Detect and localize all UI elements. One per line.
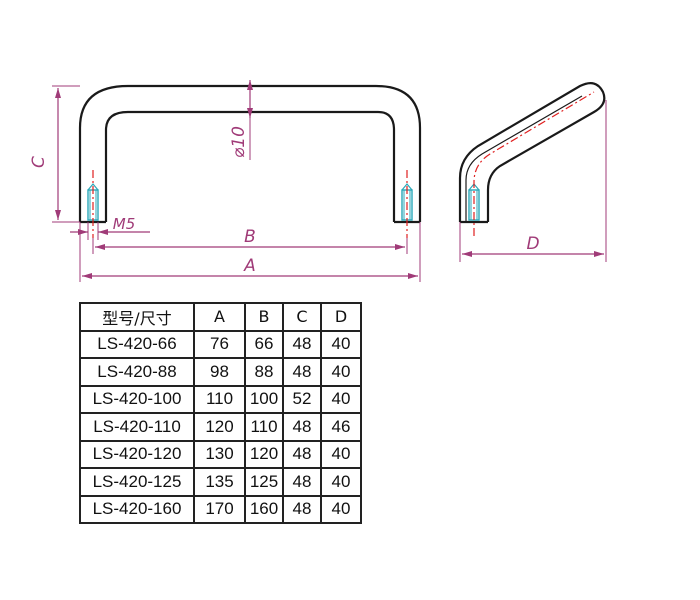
dimension-a: A [79,222,421,282]
table-row: LS-420-88 98 88 48 40 [79,357,362,387]
cell-b: 120 [244,439,284,469]
header-c: C [282,302,322,332]
header-a: A [193,302,246,332]
cell-c: 48 [282,467,322,497]
dimension-diameter-label: ⌀10 [229,126,249,158]
dimension-diameter: ⌀10 [229,80,253,160]
cell-a: 170 [193,494,246,524]
dimension-d-label: D [526,234,539,254]
cell-model: LS-420-120 [79,439,195,469]
handle-outer-outline [78,84,422,222]
header-d: D [320,302,362,332]
spec-table: 型号/尺寸 A B C D LS-420-66 76 66 48 40 LS-4… [79,302,362,524]
header-model: 型号/尺寸 [79,302,195,332]
cell-b: 88 [244,357,284,387]
side-view: D [458,81,607,262]
cell-d: 40 [320,357,362,387]
dimension-b: B [92,227,408,254]
side-inner-outline [465,95,583,222]
cell-b: 125 [244,467,284,497]
cell-d: 40 [320,439,362,469]
cell-model: LS-420-66 [79,329,195,359]
cell-c: 48 [282,439,322,469]
dimension-c: C [29,85,80,223]
table-row: LS-420-100 110 100 52 40 [79,384,362,414]
cell-d: 40 [320,384,362,414]
dimension-d: D [459,100,607,262]
cell-c: 48 [282,357,322,387]
cell-model: LS-420-125 [79,467,195,497]
cell-c: 48 [282,412,322,442]
dimension-b-label: B [244,227,256,247]
cell-a: 130 [193,439,246,469]
cell-c: 52 [282,384,322,414]
technical-drawing: C ⌀10 M5 B A [29,80,607,282]
cell-model: LS-420-100 [79,384,195,414]
table-row: LS-420-110 120 110 48 46 [79,412,362,442]
front-view: C ⌀10 M5 B A [29,80,422,282]
cell-d: 40 [320,329,362,359]
table-row: LS-420-120 130 120 48 40 [79,439,362,469]
cell-a: 120 [193,412,246,442]
cell-a: 110 [193,384,246,414]
cell-d: 40 [320,467,362,497]
dimension-thread-label: M5 [113,215,136,233]
cell-c: 48 [282,494,322,524]
cell-model: LS-420-88 [79,357,195,387]
handle-inner-outline [104,110,396,222]
table-row: LS-420-125 135 125 48 40 [79,467,362,497]
dimension-a-label: A [243,256,256,276]
dimension-c-label: C [29,156,49,168]
cell-model: LS-420-110 [79,412,195,442]
cell-model: LS-420-160 [79,494,195,524]
cell-d: 46 [320,412,362,442]
cell-b: 160 [244,494,284,524]
cell-c: 48 [282,329,322,359]
cell-b: 100 [244,384,284,414]
table-row: LS-420-160 170 160 48 40 [79,494,362,524]
cell-a: 98 [193,357,246,387]
side-outer-outline [458,81,606,222]
cell-a: 76 [193,329,246,359]
header-b: B [244,302,284,332]
cell-b: 66 [244,329,284,359]
cell-b: 110 [244,412,284,442]
dimension-thread: M5 [70,215,150,240]
cell-a: 135 [193,467,246,497]
table-row: LS-420-66 76 66 48 40 [79,329,362,359]
cell-d: 40 [320,494,362,524]
side-centerline [473,91,595,236]
spec-table-header-row: 型号/尺寸 A B C D [79,302,362,332]
